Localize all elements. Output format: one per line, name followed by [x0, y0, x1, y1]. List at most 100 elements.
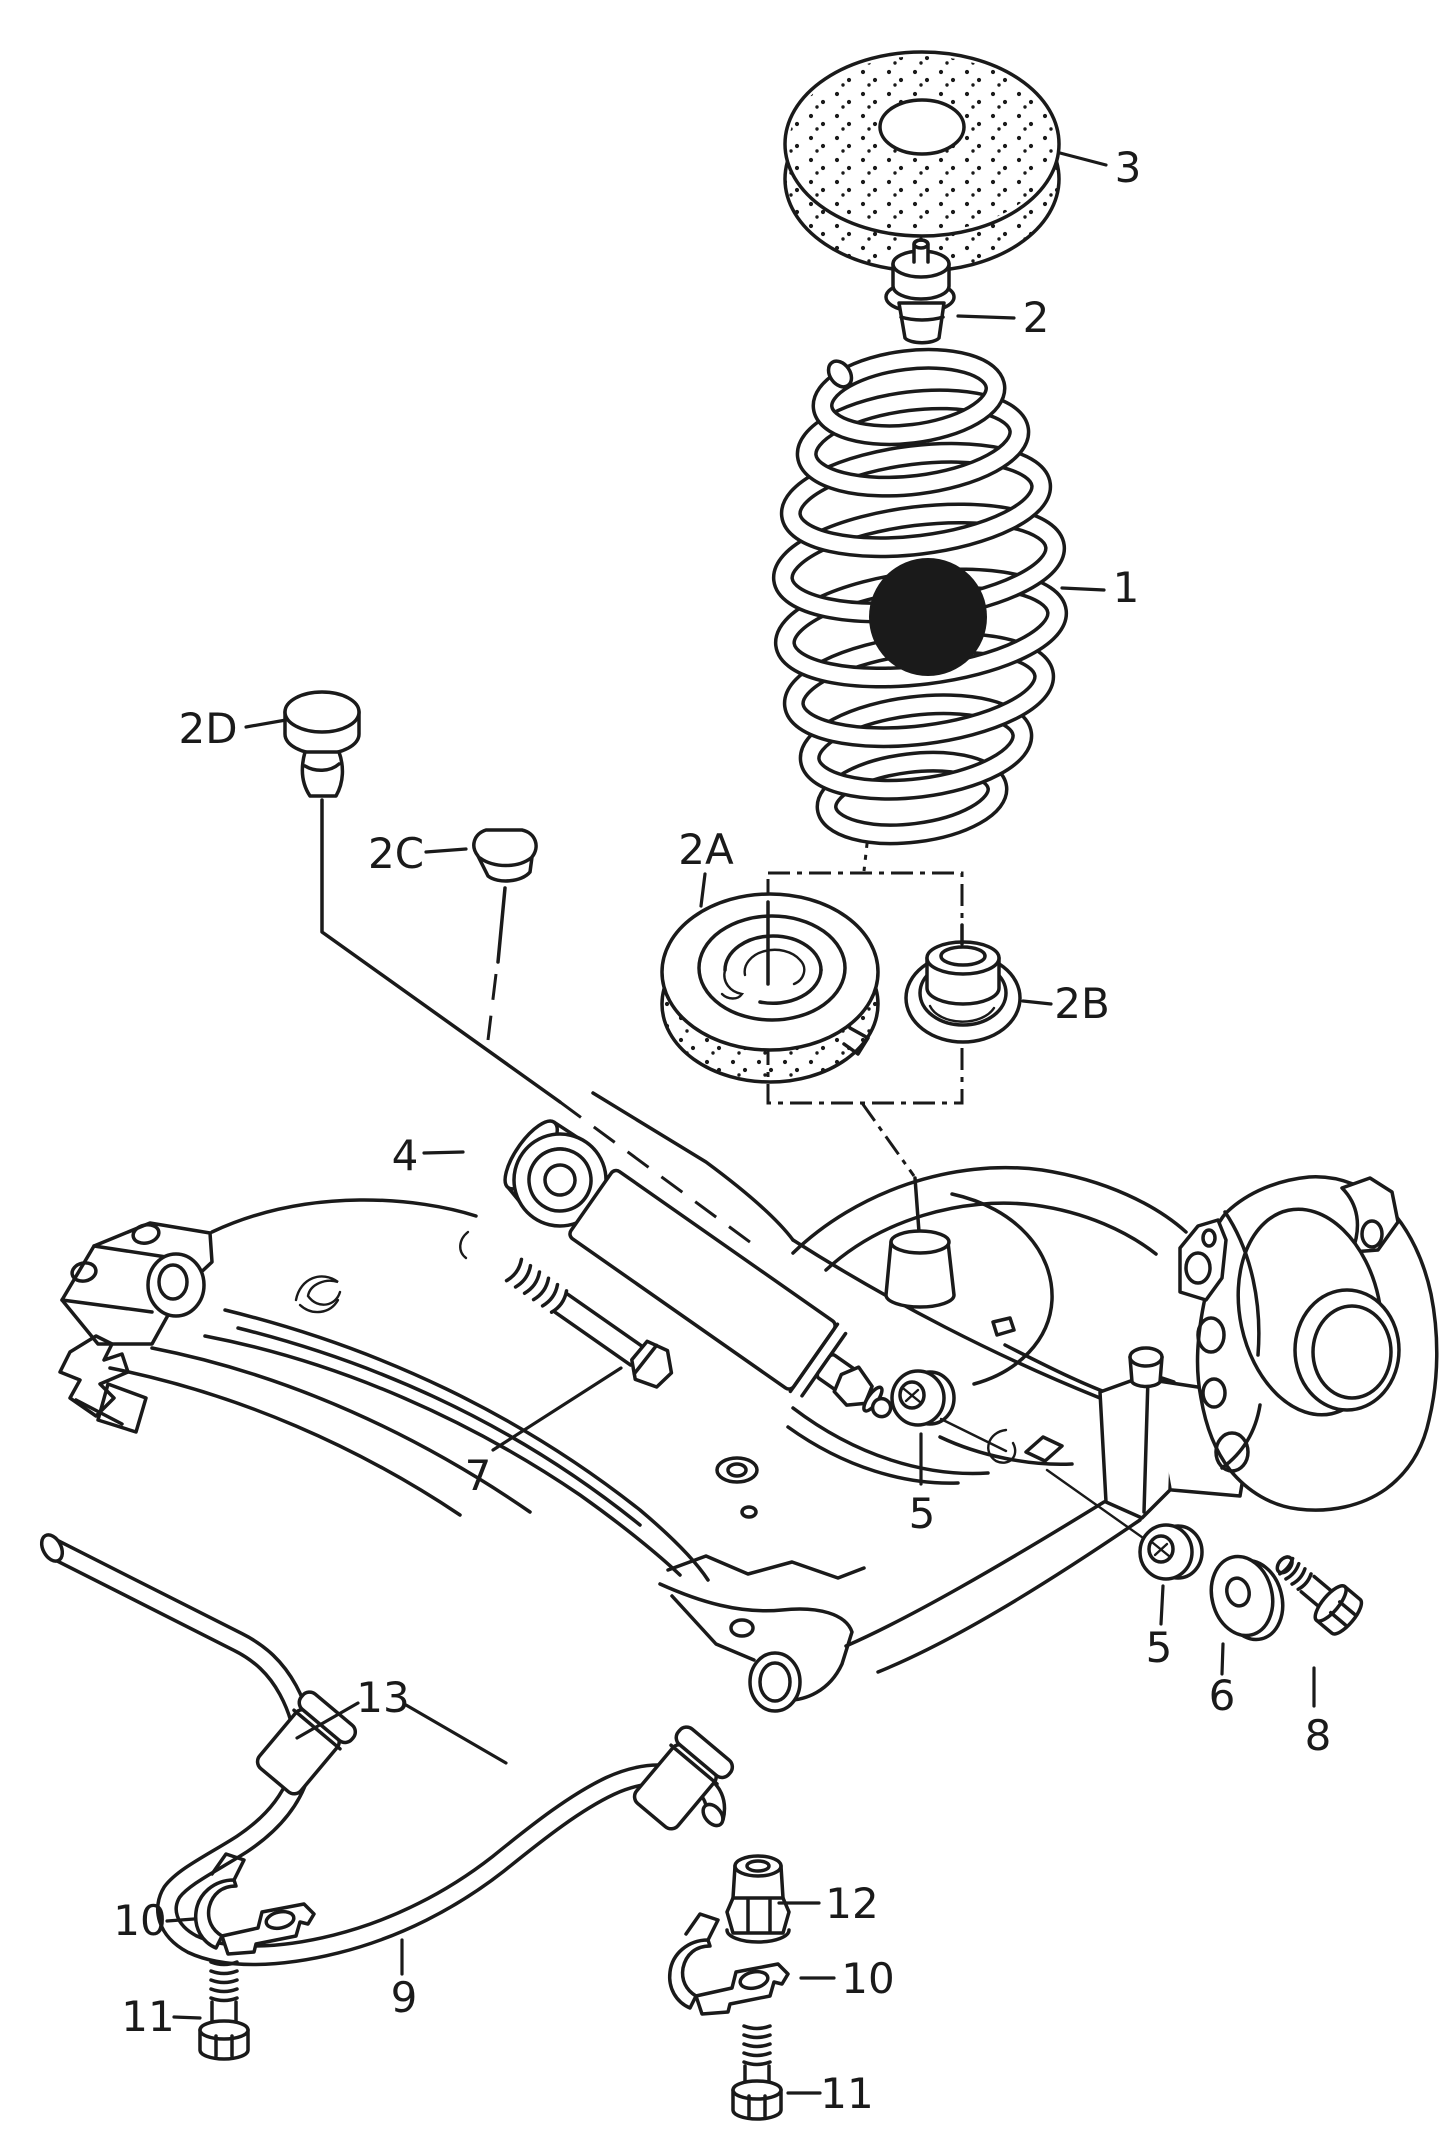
- callout-2c: 2C: [368, 829, 468, 878]
- coil-spring-part-1: [771, 347, 1069, 846]
- trailing-bracket-fold: [670, 1594, 756, 1662]
- callout-6: 6: [1209, 1642, 1235, 1720]
- bolt11r-head-top: [731, 2079, 783, 2101]
- buffer-taper: [897, 301, 946, 345]
- callouts: 3 2 1 2D 2C 2A 2B 4: [113, 143, 1331, 2118]
- bolt-part-11-right: [731, 2024, 783, 2121]
- knuckle-left-lug-hole-small: [1201, 1228, 1217, 1248]
- callout-label-11b: 11: [820, 2069, 873, 2118]
- trailing-bracket-body: [658, 1582, 854, 1702]
- bushing5a-pointer: [939, 1417, 1008, 1453]
- redaction-dot: [869, 558, 987, 676]
- arm-pivot-eye: [146, 1252, 206, 1318]
- trailing-bracket-hole: [729, 1618, 755, 1638]
- bar-outline: [47, 1538, 727, 1967]
- spring-seat-part-2a: [660, 892, 880, 1084]
- arm-leaf-1: [223, 1308, 710, 1582]
- plate-lower-arc-2: [786, 1425, 960, 1485]
- subframe-control-arm: [58, 1091, 1142, 1713]
- callout-5-lower: 5: [1146, 1584, 1173, 1672]
- shock-absorber-part-4: [503, 1119, 893, 1419]
- beam-bump-stop: [884, 1229, 956, 1309]
- bushing-part-5-lower: [1045, 1468, 1204, 1581]
- callout-11-right: 11: [786, 2069, 874, 2118]
- shock-eye-bore: [543, 1163, 577, 1197]
- bolt11r-head-facets: [747, 2094, 767, 2118]
- washer-front: [1209, 1554, 1275, 1638]
- bracket-hole-1: [131, 1223, 161, 1245]
- bar-bushing-part-13-left: [255, 1690, 358, 1796]
- buffer-pin: [912, 238, 930, 264]
- callout-2b: 2B: [1021, 979, 1110, 1028]
- shock-rod-tip: [870, 1396, 893, 1419]
- seat-spiral-inner: [743, 948, 806, 986]
- clip-stem-line: [303, 762, 341, 772]
- callout-5-upper: 5: [909, 1432, 935, 1538]
- bushing13l-line: [292, 1708, 342, 1751]
- arm-leaf-3: [203, 1334, 682, 1577]
- callout-label-5b: 5: [1146, 1623, 1173, 1672]
- callout-10-left: 10: [113, 1896, 196, 1945]
- trailing-arm-eye-bore: [758, 1661, 792, 1703]
- bolt8-head-top: [1313, 1584, 1348, 1623]
- bolt-part-7: [504, 1257, 674, 1389]
- bushing-part-5-upper: [890, 1369, 1008, 1453]
- wheel-hub-knuckle: [1098, 1175, 1439, 1520]
- bolt8-threads: [1278, 1556, 1313, 1591]
- nut-hole: [745, 1859, 771, 1873]
- callout-label-1: 1: [1113, 563, 1140, 612]
- bolt-head-facet: [632, 1343, 659, 1376]
- bolt11l-threads: [209, 1960, 239, 2003]
- clamp-part-10-right: [667, 1912, 790, 2016]
- bar-bushing-part-13-right: [632, 1725, 735, 1831]
- arm-leaf-5: [108, 1366, 462, 1517]
- callout-label-10b: 10: [841, 1954, 894, 2003]
- bump-stop-body: [884, 1240, 956, 1309]
- shock-nut: [832, 1365, 874, 1407]
- knuckle-seam-2: [1220, 1403, 1262, 1470]
- plate-step: [1024, 1435, 1064, 1463]
- bolt11l-shaft: [210, 2000, 238, 2026]
- bracket-fold-2: [60, 1298, 154, 1314]
- callout-label-3: 3: [1115, 143, 1142, 192]
- callout-label-11a: 11: [121, 1992, 174, 2041]
- link-fold: [1142, 1376, 1150, 1514]
- plate-right-edge: [950, 1192, 1054, 1386]
- bushing13r-collar: [674, 1725, 735, 1780]
- callout-12: 12: [777, 1879, 879, 1928]
- bolt8-head-side: [1314, 1584, 1364, 1636]
- plate-lower-arc-1: [791, 1406, 990, 1476]
- washer-hole: [1225, 1576, 1251, 1608]
- arm-lower-edge-1: [844, 1500, 1106, 1648]
- beam-top-edge-left: [210, 1198, 478, 1234]
- clamp-slot: [264, 1909, 296, 1931]
- knuckle-hole-3: [1214, 1431, 1250, 1473]
- trailing-arm-eye: [748, 1651, 802, 1713]
- bolt-head: [630, 1339, 674, 1389]
- callout-3: 3: [1058, 143, 1142, 192]
- clamp-slot: [738, 1969, 770, 1991]
- bushing5a-bore: [898, 1380, 926, 1410]
- stabilizer-bar-part-9: [39, 1533, 735, 1967]
- pad-body: [472, 828, 538, 883]
- shock-body: [568, 1168, 837, 1391]
- beam-s-slot-2: [298, 1298, 340, 1314]
- callout-label-8: 8: [1305, 1711, 1332, 1760]
- buffer-ring: [899, 315, 945, 322]
- callout-label-2: 2: [1023, 293, 1050, 342]
- callout-label-12: 12: [825, 1879, 878, 1928]
- bushing5a-cross: [902, 1387, 922, 1404]
- arm-leaf-2: [236, 1326, 642, 1527]
- seat2b-inner-arc: [928, 1004, 996, 1023]
- clip-part-2d: [283, 690, 361, 798]
- washer-part-6: [1209, 1554, 1285, 1642]
- beam-hole-small: [740, 1505, 758, 1519]
- spring-seat-part-2b: [904, 923, 1022, 1044]
- spring-center-line-lower: [860, 1102, 916, 1177]
- callout-2d: 2D: [178, 704, 288, 753]
- callout-label-7: 7: [465, 1451, 492, 1500]
- plate-inner-arc: [824, 1201, 1158, 1272]
- knuckle-seam: [1223, 1210, 1261, 1357]
- beam-hole-inner: [726, 1462, 748, 1478]
